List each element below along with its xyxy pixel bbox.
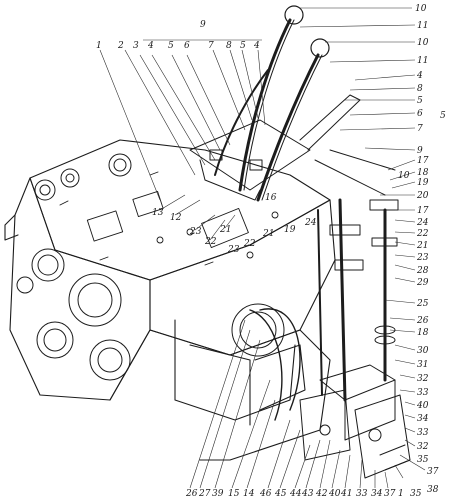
callout-m22b: 22 xyxy=(243,239,256,249)
callout-bottom-43: 43 xyxy=(301,489,314,499)
callout-m22: 22 xyxy=(204,237,217,247)
callout-11: 11 xyxy=(417,21,428,31)
leader-lines xyxy=(99,7,426,489)
callout-m10: 10 xyxy=(398,171,410,181)
callout-r30: 30 xyxy=(417,346,429,356)
callout-5b: 5 xyxy=(240,41,246,51)
callout-r34: 34 xyxy=(417,414,429,424)
callout-bottom-27: 27 xyxy=(198,489,211,499)
shift-levers xyxy=(214,5,330,202)
callout-m23: 23 xyxy=(189,227,202,237)
shift-mechanism xyxy=(189,94,396,201)
callout-group-9: 9 xyxy=(200,20,206,30)
callout-8: 8 xyxy=(226,41,232,51)
callout-bottom-46: 46 xyxy=(259,489,272,499)
callout-bottom-1: 1 xyxy=(398,489,404,499)
callout-bottom-44: 44 xyxy=(289,489,302,499)
callout-r25: 25 xyxy=(416,299,429,309)
callout-r28: 28 xyxy=(416,266,429,276)
top-cover-details xyxy=(59,171,279,266)
callouts-right: 10 11 10 11 4 8 5 6 7 9 17 18 19 20 17 2… xyxy=(415,4,446,495)
callout-bottom-39: 39 xyxy=(212,489,224,499)
callout-r29: 29 xyxy=(416,278,429,288)
front-bores xyxy=(16,153,285,381)
callout-r22: 22 xyxy=(416,229,429,239)
callout-16: 16 xyxy=(265,193,277,203)
callout-7: 7 xyxy=(208,41,214,51)
callout-m24: 24 xyxy=(304,218,317,228)
callout-m21b: 21 xyxy=(262,229,274,239)
callout-r31: 31 xyxy=(417,360,428,370)
callout-10: 10 xyxy=(415,4,427,14)
callout-m21: 21 xyxy=(219,225,231,235)
callout-bottom-40: 40 xyxy=(328,489,341,499)
callout-6: 6 xyxy=(184,41,190,51)
callout-r35: 35 xyxy=(417,455,429,465)
callout-r19: 19 xyxy=(417,178,429,188)
callout-r32b: 32 xyxy=(417,442,429,452)
callout-4: 4 xyxy=(147,41,154,51)
callout-r9: 9 xyxy=(417,146,423,156)
callout-3: 3 xyxy=(133,41,139,51)
callout-bottom-41: 41 xyxy=(340,489,352,499)
callout-1: 1 xyxy=(96,41,102,51)
callout-group-5: 5 xyxy=(440,111,446,121)
callout-r4: 4 xyxy=(416,71,423,81)
callout-bottom-34: 34 xyxy=(371,489,383,499)
callout-r17: 17 xyxy=(417,156,429,166)
bottom-assembly xyxy=(299,364,411,479)
callout-2: 2 xyxy=(117,41,124,51)
callout-19: 19 xyxy=(284,225,296,235)
callout-12: 12 xyxy=(170,213,182,223)
callout-bottom-33: 33 xyxy=(356,489,368,499)
callout-bottom-45: 45 xyxy=(274,489,287,499)
callout-bottom-35: 35 xyxy=(410,489,422,499)
callout-r33b: 33 xyxy=(417,428,429,438)
callout-bottom-26: 26 xyxy=(185,489,198,499)
callout-r26: 26 xyxy=(416,316,429,326)
callout-5: 5 xyxy=(168,41,174,51)
callout-r32: 32 xyxy=(417,374,429,384)
callout-bottom-15: 15 xyxy=(228,489,240,499)
callout-bottom-42: 42 xyxy=(315,489,328,499)
callout-11b: 11 xyxy=(417,56,428,66)
callout-r40: 40 xyxy=(416,401,429,411)
callouts-top: 9 1 2 3 4 5 6 7 8 5 4 xyxy=(96,20,260,51)
gearbox-housing xyxy=(4,139,336,461)
callout-r37: 37 xyxy=(427,467,439,477)
vertical-rods xyxy=(317,198,399,402)
callout-10b: 10 xyxy=(417,38,429,48)
callout-r23: 23 xyxy=(416,253,429,263)
callout-r18: 18 xyxy=(417,168,429,178)
callout-4b: 4 xyxy=(253,41,260,51)
callout-13: 13 xyxy=(152,208,164,218)
callout-m23b: 23 xyxy=(227,245,240,255)
callout-bottom-14: 14 xyxy=(243,489,255,499)
callout-r24: 24 xyxy=(416,218,429,228)
control-cable xyxy=(249,308,301,421)
callout-r5: 5 xyxy=(417,96,423,106)
callouts-middle: 13 12 23 22 21 16 23 22 21 19 24 10 xyxy=(152,171,410,255)
callout-bottom-37: 37 xyxy=(384,489,396,499)
callout-r6: 6 xyxy=(417,109,423,119)
callout-r17b: 17 xyxy=(417,206,429,216)
callout-r33: 33 xyxy=(417,388,429,398)
callout-r20: 20 xyxy=(416,191,429,201)
callout-r7: 7 xyxy=(417,124,423,134)
callout-r21: 21 xyxy=(416,241,428,251)
callout-r8: 8 xyxy=(417,84,423,94)
callout-r38: 38 xyxy=(427,485,439,495)
callout-r18b: 18 xyxy=(417,328,429,338)
